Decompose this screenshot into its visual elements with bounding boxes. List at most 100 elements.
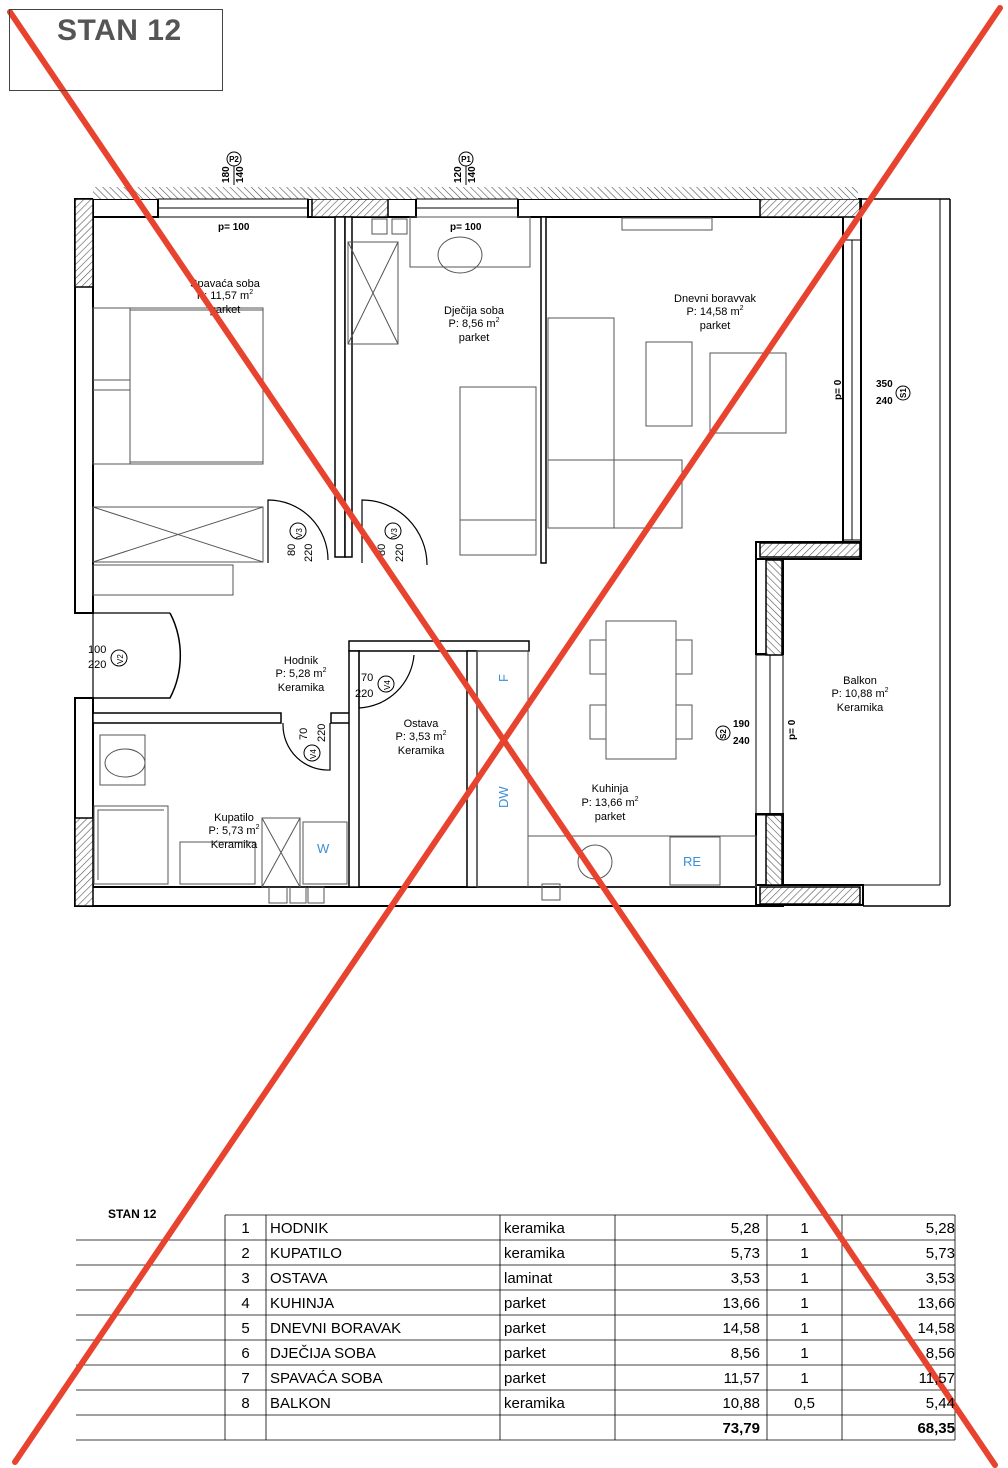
area-sup: 2 (496, 317, 500, 324)
room-hodnik-area: P: 5,28 m (276, 668, 323, 680)
table-cell-coef: 1 (800, 1220, 809, 1237)
marker-p1-w: 120 (453, 166, 464, 183)
room-labels: Spavaća soba P: 11,57 m2 parket Dječija … (190, 278, 889, 851)
marker-s2-h: 240 (733, 736, 750, 747)
table-title: STAN 12 (108, 1207, 157, 1221)
room-spavaca-name: Spavaća soba (190, 278, 261, 290)
marker-p2-tag: P2 (229, 155, 239, 164)
table-cell-name: SPAVAĆA SOBA (270, 1370, 383, 1387)
svg-text:P: 13,66 m2: P: 13,66 m2 (581, 796, 638, 809)
table-cell-net: 14,58 (917, 1320, 955, 1337)
table-cell-floor: parket (504, 1295, 546, 1312)
room-ostava-name: Ostava (404, 718, 440, 730)
table-cell-no: 6 (241, 1345, 250, 1362)
dishwasher-label: DW (496, 786, 511, 808)
table-cell-area: 3,53 (730, 1270, 760, 1287)
furniture (92, 216, 787, 904)
svg-text:P: 5,73 m2: P: 5,73 m2 (209, 824, 260, 837)
table-cell-coef: 1 (800, 1370, 809, 1387)
marker-p2-h: 140 (235, 166, 246, 183)
table-cell-coef: 1 (800, 1320, 809, 1337)
room-kupatilo-floor: Keramika (211, 839, 258, 851)
doors (92, 499, 428, 771)
table-cell-name: OSTAVA (270, 1270, 328, 1287)
masonry-hatch (74, 187, 861, 907)
range-label: RE (683, 854, 701, 869)
opening-markers: P2 180 140 p= 100 P1 120 140 p= 100 350 … (218, 151, 911, 747)
room-kuhinja-name: Kuhinja (592, 783, 630, 795)
marker-p1-tag: P1 (461, 155, 471, 164)
table-cell-net: 13,66 (917, 1295, 955, 1312)
area-sup: 2 (885, 687, 889, 694)
table-cell-no: 8 (241, 1395, 250, 1412)
table-cell-area: 14,58 (722, 1320, 760, 1337)
table-cell-name: HODNIK (270, 1220, 329, 1237)
table-total-area: 73,79 (722, 1420, 760, 1437)
title-box (9, 9, 223, 91)
marker-s1-w: 350 (876, 379, 893, 390)
room-balkon-floor: Keramika (837, 702, 884, 714)
table-cell-area: 5,73 (730, 1245, 760, 1262)
table-cell-net: 8,56 (925, 1345, 955, 1362)
marker-p2-sill: p= 100 (218, 222, 250, 233)
table-cell-net: 5,28 (925, 1220, 955, 1237)
marker-s1-sill: p= 0 (833, 379, 844, 400)
svg-text:P: 10,88 m2: P: 10,88 m2 (831, 687, 888, 700)
table-cell-coef: 1 (800, 1345, 809, 1362)
marker-v3b-h: 220 (394, 544, 406, 562)
svg-text:P: 8,56 m2: P: 8,56 m2 (449, 317, 500, 330)
table-cell-area: 5,28 (730, 1220, 760, 1237)
table-cell-net: 3,53 (925, 1270, 955, 1287)
room-dnevni-name: Dnevni boravvak (674, 293, 756, 305)
area-sup: 2 (740, 305, 744, 312)
marker-v3a-h: 220 (303, 544, 315, 562)
room-ostava-floor: Keramika (398, 745, 445, 757)
svg-text:P: 5,28 m2: P: 5,28 m2 (276, 667, 327, 680)
room-ostava-area: P: 3,53 m (396, 731, 443, 743)
washer-label: W (317, 841, 330, 856)
room-dnevni-floor: parket (700, 320, 731, 332)
windows (157, 198, 951, 907)
room-djecija-area: P: 8,56 m (449, 318, 496, 330)
table-cell-net: 5,73 (925, 1245, 955, 1262)
svg-text:P: 14,58 m2: P: 14,58 m2 (686, 305, 743, 318)
table-cell-no: 3 (241, 1270, 250, 1287)
marker-v4b-h: 220 (316, 724, 328, 742)
table-cell-no: 2 (241, 1245, 250, 1262)
room-hodnik-floor: Keramika (278, 682, 325, 694)
marker-v4b-w: 70 (298, 728, 310, 740)
marker-p1-sill: p= 100 (450, 222, 482, 233)
marker-s1-h: 240 (876, 396, 893, 407)
table-cell-floor: laminat (504, 1270, 553, 1287)
table-cell-area: 10,88 (722, 1395, 760, 1412)
marker-v2-h: 220 (88, 659, 106, 671)
marker-v3a-tag: V3 (295, 528, 304, 538)
table-cell-coef: 1 (800, 1245, 809, 1262)
table-cell-no: 4 (241, 1295, 250, 1312)
table-cell-name: KUHINJA (270, 1295, 335, 1312)
svg-text:P: 3,53 m2: P: 3,53 m2 (396, 730, 447, 743)
svg-text:P: 11,57 m2: P: 11,57 m2 (197, 289, 253, 302)
marker-v4a-tag: V4 (383, 680, 392, 690)
marker-p2-w: 180 (221, 166, 232, 183)
area-sup: 2 (323, 667, 327, 674)
marker-s2-tag: S2 (719, 729, 728, 739)
marker-s2-w: 190 (733, 719, 750, 730)
area-table-grid (76, 1214, 956, 1441)
table-cell-no: 5 (241, 1320, 250, 1337)
table-cell-floor: parket (504, 1320, 546, 1337)
table-cell-name: BALKON (270, 1395, 331, 1412)
area-sup: 2 (443, 730, 447, 737)
area-sup: 2 (249, 289, 253, 296)
table-cell-coef: 1 (800, 1295, 809, 1312)
marker-v3a-w: 80 (286, 544, 298, 556)
area-sup: 2 (256, 824, 260, 831)
table-cell-area: 13,66 (722, 1295, 760, 1312)
room-kupatilo-area: P: 5,73 m (209, 825, 256, 837)
marker-s1-tag: S1 (899, 388, 908, 398)
table-cell-net: 5,44 (925, 1395, 955, 1412)
marker-v4b-tag: V4 (309, 749, 318, 759)
table-cell-name: KUPATILO (270, 1245, 342, 1262)
table-cell-no: 7 (241, 1370, 250, 1387)
table-cell-name: DJEČIJA SOBA (270, 1345, 376, 1362)
